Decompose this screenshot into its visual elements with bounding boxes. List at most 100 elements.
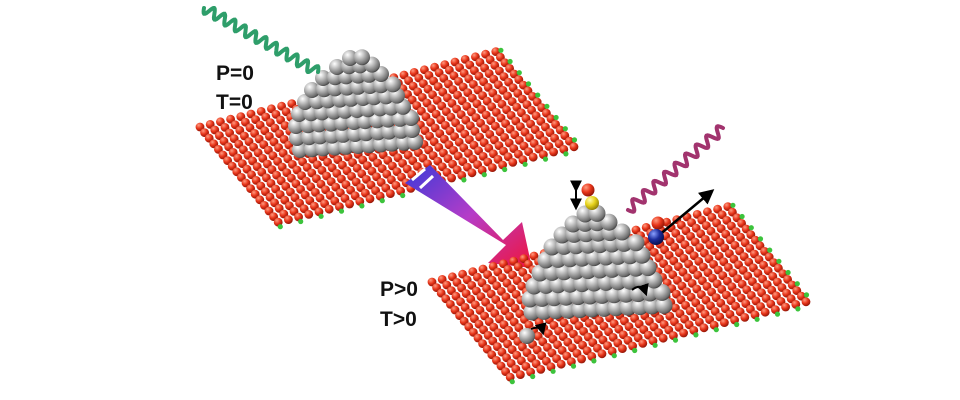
substrate-atom — [740, 313, 750, 322]
substrate-edge-atom — [359, 203, 365, 209]
particle-atom — [312, 128, 328, 145]
substrate-edge-atom — [502, 166, 508, 173]
particle-atom — [361, 137, 377, 154]
particle-atom — [605, 286, 623, 304]
substrate-atom — [679, 328, 688, 338]
particle-atom — [338, 138, 354, 155]
particle-atom — [315, 70, 331, 86]
particle-atom — [547, 302, 565, 320]
substrate-edge-atom — [277, 224, 283, 230]
yellow-atom — [585, 196, 599, 210]
particle-atom — [617, 285, 635, 303]
particle-atom — [581, 287, 599, 305]
substrate-edge-atom — [672, 337, 679, 343]
particle-atom — [631, 298, 649, 316]
substrate-edge-atom — [730, 202, 736, 208]
particle-atom — [583, 300, 601, 318]
particle-atom — [613, 223, 631, 241]
substrate-atom — [556, 359, 566, 369]
substrate-edge-atom — [400, 192, 406, 199]
particle-atom — [545, 289, 563, 307]
substrate-edge-atom — [562, 126, 568, 132]
substrate-edge-atom — [795, 306, 801, 312]
incident-wave-green — [201, 6, 321, 74]
particle-atom — [311, 116, 327, 133]
particle-atom — [653, 283, 671, 301]
particle-atom — [543, 238, 561, 256]
substrate-atom — [597, 349, 607, 359]
substrate-edge-atom — [748, 225, 754, 231]
substrate-atom — [536, 365, 546, 374]
nanoparticle-initial — [288, 49, 423, 158]
particle-atom — [521, 290, 539, 308]
substrate-edge-atom — [571, 137, 578, 143]
substrate-edge-atom — [553, 114, 559, 121]
substrate-edge-atom — [774, 311, 781, 317]
substrate-edge-atom — [530, 373, 536, 380]
substrate-atom — [447, 173, 456, 183]
particle-atom — [304, 82, 320, 98]
adsorbed-molecule — [570, 180, 599, 211]
particle-atom — [571, 301, 589, 319]
substrate-atom — [467, 168, 477, 178]
particle-atom — [315, 140, 331, 157]
substrate-atom — [304, 210, 314, 219]
particle-atom — [289, 130, 305, 146]
substrate-edge-atom — [516, 70, 522, 76]
initial-temperature-label: T=0 — [216, 91, 253, 114]
particle-atom — [354, 49, 370, 66]
substrate-edge-atom — [498, 47, 504, 53]
substrate-atom — [386, 189, 395, 199]
substrate-edge-atom — [632, 347, 638, 354]
particle-atom — [564, 215, 582, 233]
particle-atom — [595, 299, 613, 317]
substrate-atom — [516, 370, 525, 379]
substrate-edge-atom — [734, 321, 740, 328]
particle-atom — [569, 288, 587, 306]
substrate-edge-atom — [298, 218, 304, 225]
substrate-edge-atom — [652, 342, 658, 348]
particle-atom — [533, 289, 551, 307]
particle-atom — [593, 286, 611, 304]
particle-atom — [297, 94, 313, 110]
particle-atom — [553, 226, 571, 244]
final-temperature-label: T>0 — [380, 308, 417, 331]
substrate-atom — [528, 152, 538, 162]
substrate-edge-atom — [754, 316, 760, 322]
particle-atom — [607, 299, 625, 317]
substrate-atom — [577, 354, 586, 364]
substrate-atom — [699, 323, 709, 333]
substrate-atom — [658, 333, 668, 343]
final-pressure-label: P>0 — [380, 278, 418, 301]
rotation-arrow — [530, 322, 547, 336]
substrate-edge-atom — [522, 161, 528, 167]
substrate-edge-atom — [785, 269, 791, 276]
substrate-atom — [569, 142, 579, 152]
particle-atom — [643, 297, 661, 315]
initial-pressure-label: P=0 — [216, 62, 254, 85]
substrate-atom — [345, 199, 354, 209]
substrate-atom — [638, 339, 648, 348]
oxygen-atom — [581, 183, 595, 197]
particle-atom — [655, 296, 673, 314]
particle-atom — [358, 125, 374, 142]
substrate-atom — [549, 147, 558, 157]
nanoparticle-final — [521, 204, 673, 321]
substrate-atom — [618, 344, 627, 353]
particle-atom — [535, 302, 553, 320]
substrate-edge-atom — [776, 258, 782, 264]
particle-atom — [373, 77, 389, 94]
substrate-edge-atom — [318, 213, 324, 219]
substrate-atom — [781, 302, 790, 312]
incident-wave-magenta — [626, 124, 725, 214]
particle-atom — [385, 76, 401, 93]
substrate-edge-atom — [713, 327, 719, 333]
substrate-atom — [324, 204, 334, 214]
particle-atom — [523, 303, 541, 321]
oxygen-atom — [651, 216, 665, 230]
substrate-atom — [365, 194, 375, 204]
substrate-atom — [720, 318, 729, 327]
process-arrow — [405, 165, 532, 268]
substrate-edge-atom — [794, 281, 800, 287]
